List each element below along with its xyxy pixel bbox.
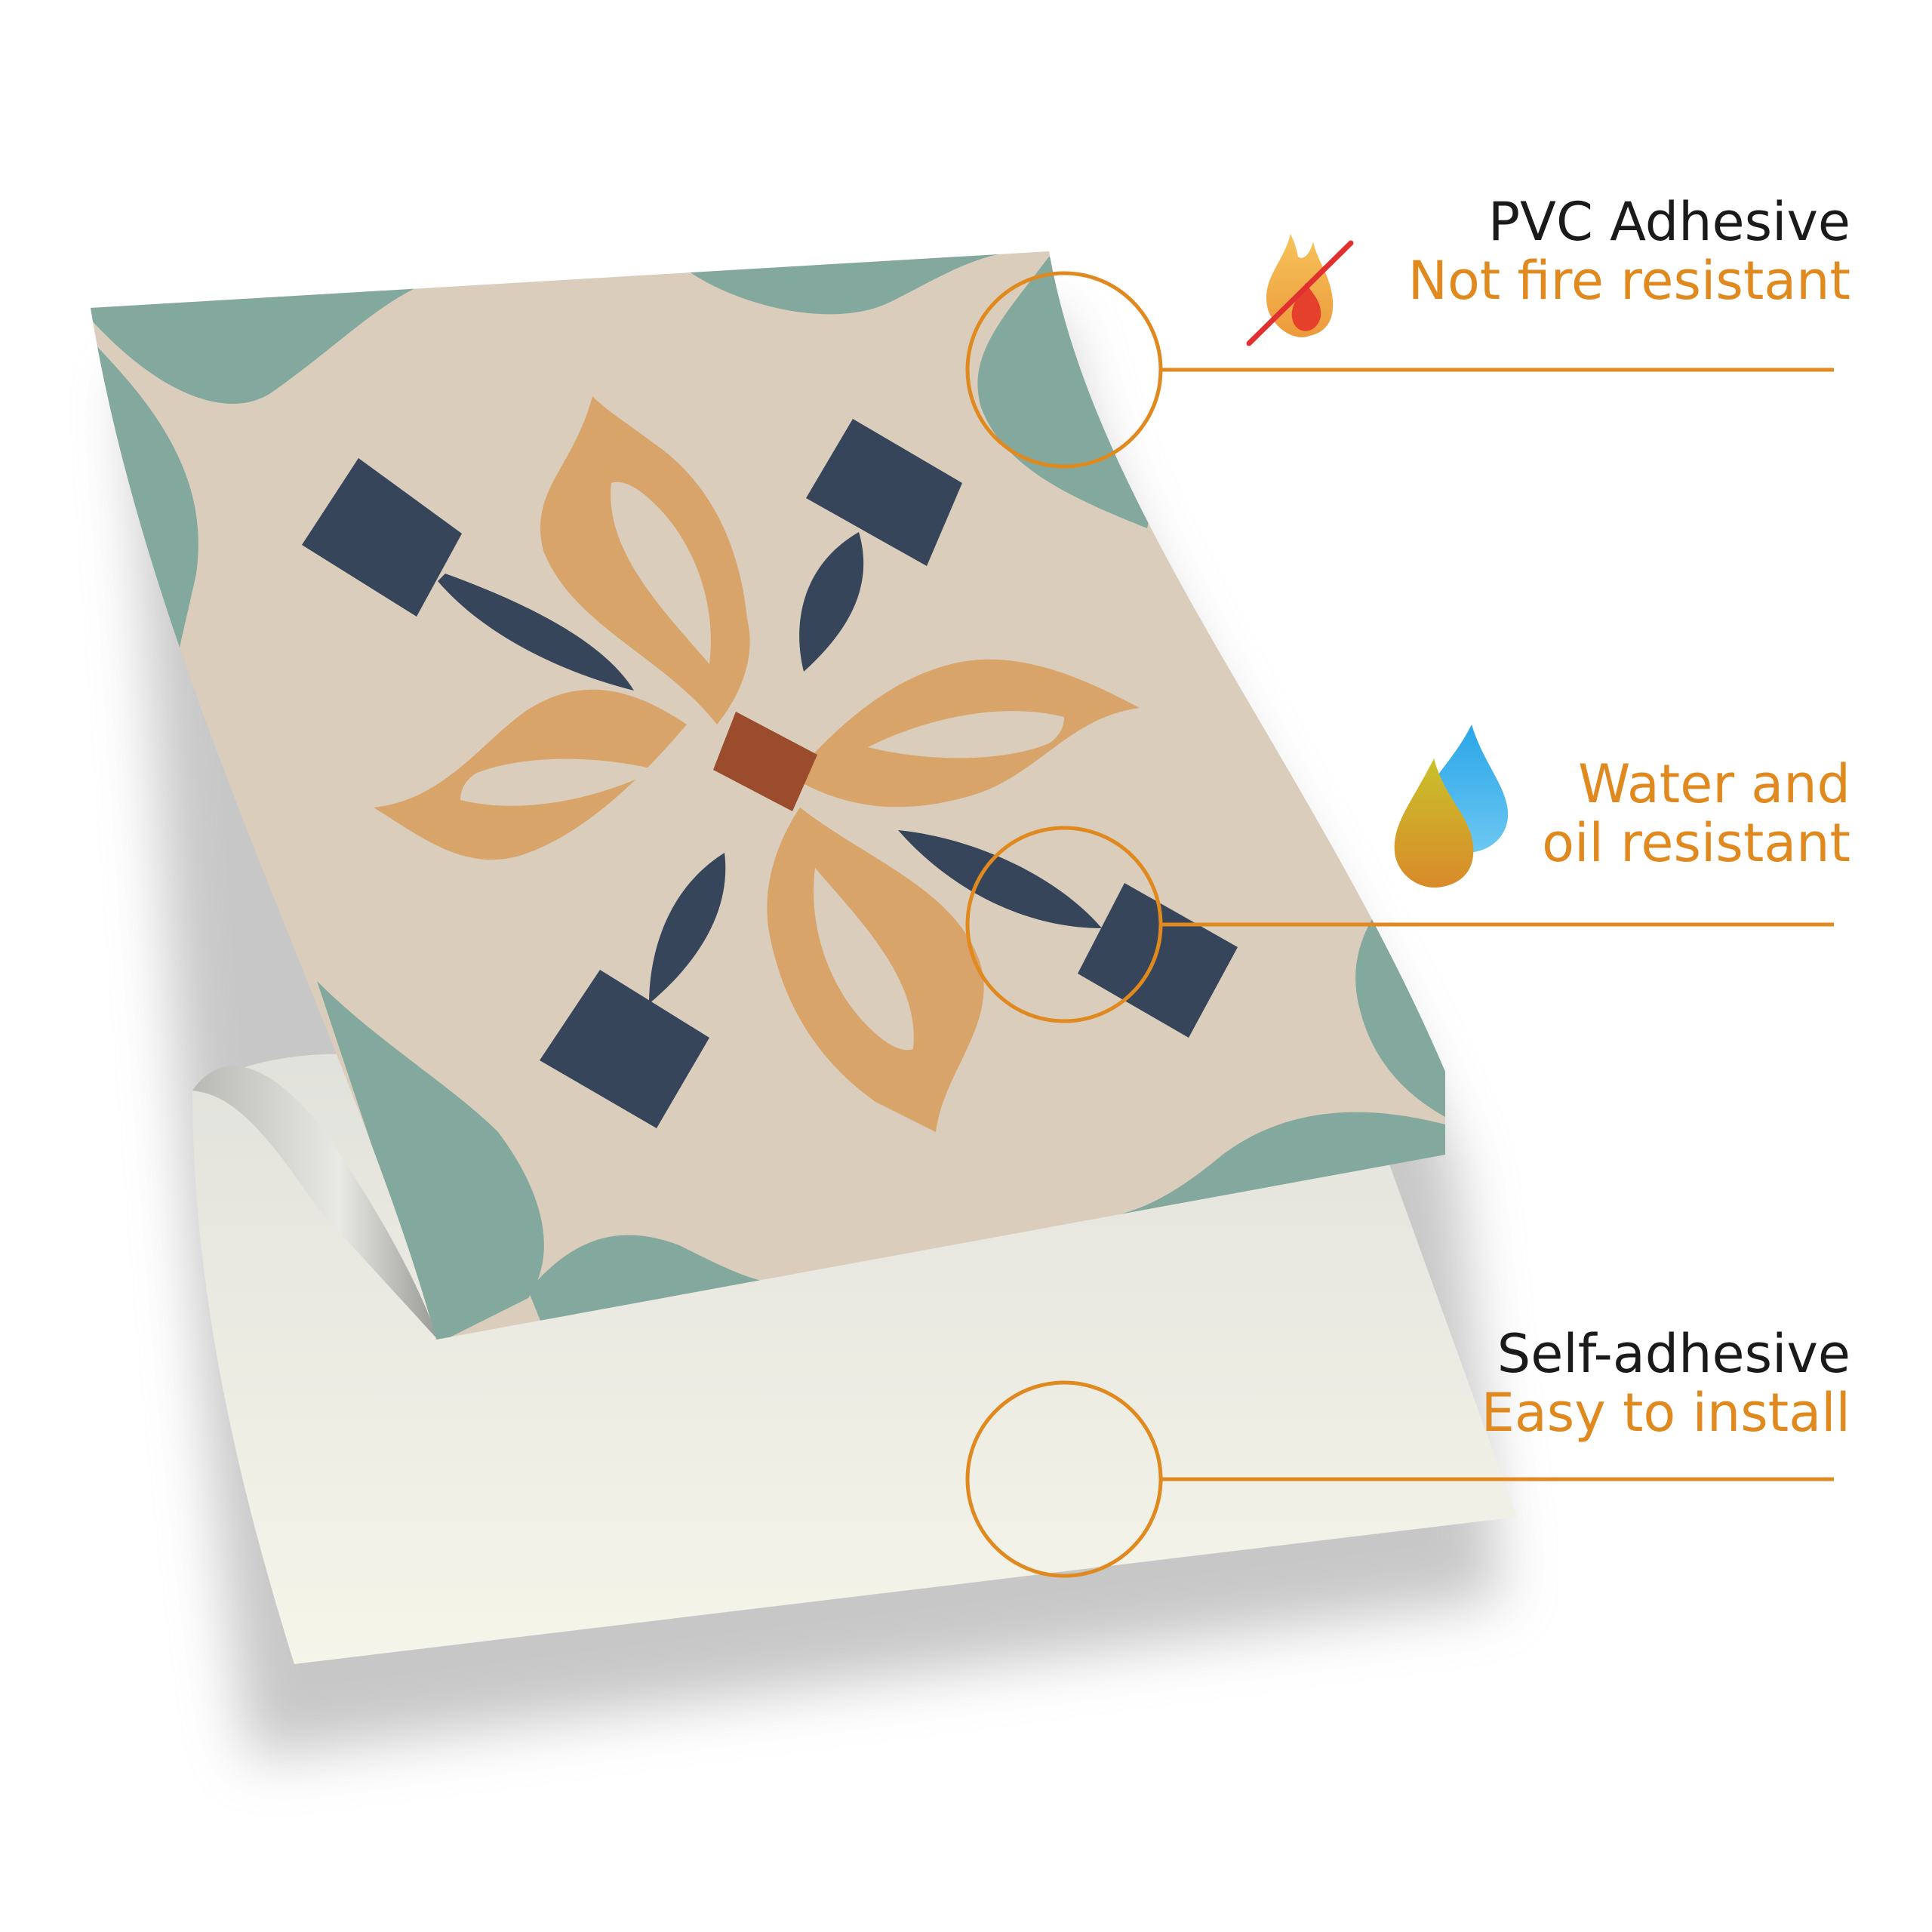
callout-self-adhesive <box>965 1380 1834 1578</box>
feature-title-self-adhesive: Self-adhesive <box>1497 1323 1850 1385</box>
feature-self-adhesive: Self-adhesive Easy to install <box>1481 1324 1850 1443</box>
callout-pvc <box>965 271 1834 469</box>
callout-water-oil <box>965 826 1834 1023</box>
feature-subtitle-fire: Not fire resistant <box>1407 250 1850 312</box>
tile-center-square <box>713 712 817 811</box>
feature-title-pvc: PVC Adhesive <box>1487 191 1850 253</box>
feature-subtitle-water-line2: oil resistant <box>1542 812 1850 875</box>
feature-pvc-adhesive: PVC Adhesive Not fire resistant <box>1408 192 1850 311</box>
feature-subtitle-install: Easy to install <box>1481 1382 1850 1444</box>
water-oil-drops-icon <box>1394 724 1509 888</box>
feature-subtitle-water-line1: Water and <box>1578 753 1850 815</box>
no-fire-icon <box>1246 234 1354 346</box>
feature-water-oil: Water and oil resistant <box>1542 755 1850 873</box>
